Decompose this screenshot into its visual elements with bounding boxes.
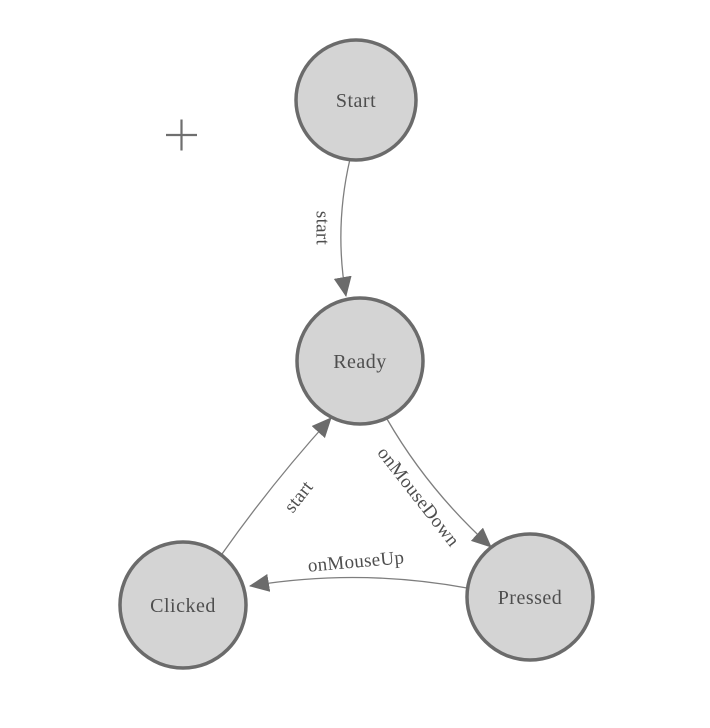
node-label: Ready — [333, 351, 387, 373]
node-circle[interactable] — [295, 296, 425, 426]
origin-crosshair-icon — [166, 119, 197, 151]
node-clicked[interactable]: Clicked — [118, 540, 248, 670]
edge-path[interactable] — [333, 158, 352, 297]
node-circle[interactable] — [465, 532, 595, 662]
edge-ready-to-pressed[interactable]: onMouseDown — [373, 418, 492, 551]
node-pressed[interactable]: Pressed — [465, 532, 595, 662]
edge-clicked-to-ready[interactable]: start — [221, 417, 332, 555]
edge-label: start — [312, 211, 333, 246]
node-circle[interactable] — [294, 38, 418, 162]
edge-start-to-ready[interactable]: start — [312, 158, 352, 297]
edge-label: onMouseUp — [307, 547, 405, 576]
edge-label: start — [280, 477, 318, 517]
node-ready[interactable]: Ready — [295, 296, 425, 426]
node-label: Start — [336, 90, 376, 112]
node-label: Clicked — [150, 595, 216, 617]
edge-path[interactable] — [249, 574, 468, 592]
edge-pressed-to-clicked[interactable]: onMouseUp — [249, 547, 468, 592]
edge-path[interactable] — [386, 418, 492, 548]
node-circle[interactable] — [118, 540, 248, 670]
edge-path[interactable] — [221, 417, 332, 555]
node-start[interactable]: Start — [294, 38, 418, 162]
node-label: Pressed — [498, 587, 563, 609]
edge-label: onMouseDown — [373, 443, 464, 551]
